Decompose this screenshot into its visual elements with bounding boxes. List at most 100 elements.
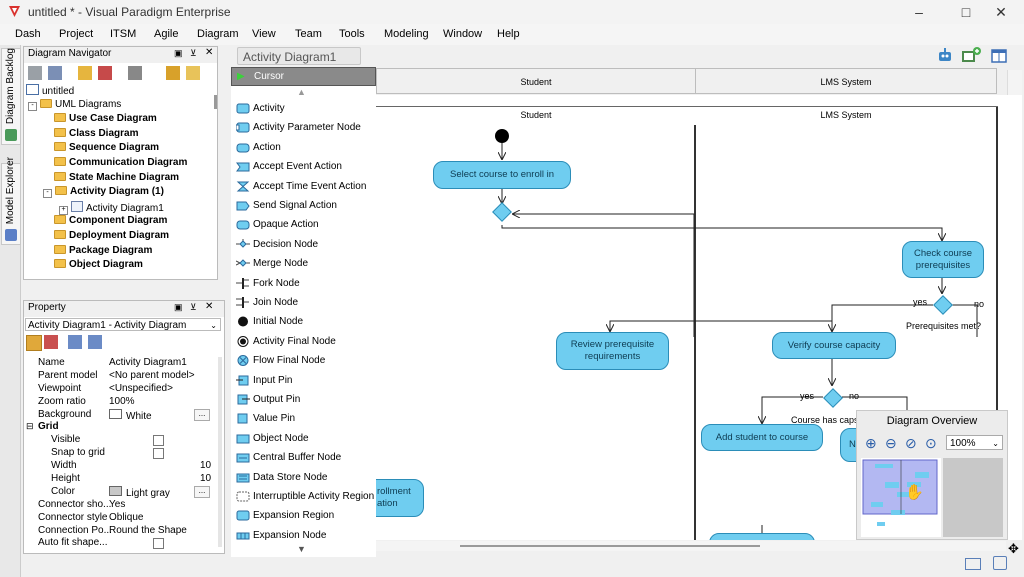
menu-diagram[interactable]: Diagram (197, 28, 239, 40)
tab-activity-diagram1[interactable]: Activity Diagram1 (237, 47, 361, 65)
palette-item-object-node[interactable]: Object Node (231, 429, 376, 448)
prop-row-snap-to-grid[interactable]: Snap to grid (24, 447, 216, 460)
scrollbar-thumb[interactable] (460, 545, 760, 547)
tree-node-use-case[interactable]: Use Case Diagram (24, 113, 214, 128)
palette-item-output-pin[interactable]: Output Pin (231, 390, 376, 409)
prop-value[interactable]: Activity Diagram1 (109, 357, 187, 368)
initial-node[interactable] (495, 129, 509, 143)
palette-item-join-node[interactable]: Join Node (231, 293, 376, 312)
add-view-icon[interactable] (960, 46, 982, 66)
robot-icon[interactable] (935, 46, 955, 66)
zoom-out-icon[interactable]: ⊖ (885, 435, 897, 451)
action-verify-capacity[interactable]: Verify course capacity (772, 332, 896, 359)
auto-fit-checkbox[interactable] (153, 538, 164, 550)
diagram-canvas[interactable]: Student LMS System Select course to enro… (376, 95, 1022, 540)
prop-row-auto-fit[interactable]: Auto fit shape... (24, 537, 216, 550)
new-folder-icon[interactable] (78, 66, 92, 80)
ellipsis-button[interactable]: ... (194, 408, 210, 421)
palette-item-initial-node[interactable]: Initial Node (231, 312, 376, 331)
prop-row-connector-show[interactable]: Connector sho...Yes (24, 499, 216, 512)
menu-help[interactable]: Help (497, 28, 520, 40)
prop-row-visible[interactable]: Visible (24, 434, 216, 447)
zoom-select[interactable]: 100% ⌄ (946, 435, 1003, 450)
palette-item-decision-node[interactable]: Decision Node (231, 235, 376, 254)
panel-pin-icon[interactable]: ⊻ (190, 48, 197, 58)
palette-item-central-buffer-node[interactable]: Central Buffer Node (231, 448, 376, 467)
tree-node-object[interactable]: Object Diagram (24, 259, 214, 274)
panel-pin-icon[interactable]: ⊻ (190, 302, 197, 312)
palette-item-action[interactable]: Action (231, 138, 376, 157)
minimize-icon[interactable]: – (915, 4, 923, 20)
menu-project[interactable]: Project (59, 28, 94, 40)
palette-item-opaque-action[interactable]: Opaque Action (231, 215, 376, 234)
palette-item-send-signal-action[interactable]: Send Signal Action (231, 196, 376, 215)
home-icon[interactable] (128, 66, 142, 80)
panel-close-icon[interactable]: ✕ (205, 301, 214, 312)
action-review-prereq[interactable]: Review prerequisite requirements (556, 332, 669, 370)
sort-alpha-icon[interactable] (44, 335, 58, 349)
collapse-toggle-icon[interactable]: - (43, 189, 52, 199)
menu-team[interactable]: Team (295, 28, 322, 40)
scroll-up-icon[interactable]: ▲ (297, 87, 306, 97)
palette-item-activity-final-node[interactable]: Activity Final Node (231, 332, 376, 351)
tree-node-communication[interactable]: Communication Diagram (24, 156, 214, 172)
close-icon[interactable]: ✕ (995, 4, 1007, 20)
menu-tools[interactable]: Tools (339, 28, 365, 40)
menu-modeling[interactable]: Modeling (384, 28, 429, 40)
maximize-icon[interactable]: □ (961, 4, 971, 20)
visible-checkbox[interactable] (153, 435, 164, 447)
horizontal-scrollbar[interactable] (376, 541, 1006, 551)
action-enrollment-partial[interactable]: rollment ation (376, 479, 424, 517)
prop-row-connection-point[interactable]: Connection Po...Round the Shape (24, 525, 216, 538)
action-add-student[interactable]: Add student to course (701, 424, 823, 451)
tree-node-activity-diagram1[interactable]: +Activity Diagram1 (24, 200, 214, 216)
navigator-scrollbar[interactable] (214, 95, 217, 109)
palette-item-expansion-node[interactable]: Expansion Node (231, 526, 376, 545)
menu-view[interactable]: View (252, 28, 276, 40)
palette-item-value-pin[interactable]: Value Pin (231, 409, 376, 428)
scroll-down-icon[interactable]: ▼ (297, 544, 306, 554)
palette-item-data-store-node[interactable]: Data Store Node (231, 468, 376, 487)
menu-dash[interactable]: Dash (15, 28, 41, 40)
tree-node-activity[interactable]: -Activity Diagram (1) (24, 186, 214, 201)
prop-value[interactable]: <Unspecified> (109, 382, 173, 394)
zoom-in-icon[interactable]: ⊕ (865, 435, 877, 451)
palette-item-accept-time-event-action[interactable]: Accept Time Event Action (231, 177, 376, 196)
palette-item-accept-event-action[interactable]: Accept Event Action (231, 157, 376, 176)
menu-agile[interactable]: Agile (154, 28, 179, 40)
sort-icon[interactable] (98, 66, 112, 80)
palette-item-flow-final-node[interactable]: Flow Final Node (231, 351, 376, 370)
panel-close-icon[interactable]: ✕ (205, 47, 214, 58)
tab-model-explorer[interactable]: Model Explorer (1, 157, 21, 245)
prop-value[interactable]: White (109, 408, 152, 422)
layout-icon[interactable] (989, 46, 1009, 66)
ellipsis-button[interactable]: ... (194, 485, 210, 498)
panel-restore-icon[interactable]: ▣ (174, 48, 183, 58)
palette-item-expansion-region[interactable]: Expansion Region (231, 506, 376, 525)
expand-toggle-icon[interactable]: + (59, 205, 68, 215)
edit-icon[interactable] (993, 556, 1007, 570)
prop-value[interactable]: 10 (200, 473, 212, 485)
tab-diagram-backlog[interactable]: Diagram Backlog (1, 48, 21, 145)
action-check-prereq[interactable]: Check course prerequisites (902, 241, 984, 278)
prop-value[interactable]: Round the Shape (109, 524, 187, 536)
prop-value[interactable]: Yes (109, 498, 126, 510)
prop-group-grid[interactable]: ⊟Grid (24, 421, 216, 434)
filter-icon[interactable] (48, 66, 62, 80)
prop-value[interactable]: 10 (200, 460, 212, 472)
mail-icon[interactable] (965, 558, 981, 570)
collapse-icon[interactable] (28, 66, 42, 80)
zoom-fit-icon[interactable]: ⊘ (905, 435, 917, 451)
sync-icon[interactable] (166, 66, 180, 80)
menu-itsm[interactable]: ITSM (110, 28, 137, 40)
action-select-course[interactable]: Select course to enroll in (433, 161, 571, 189)
prop-row-parent-model[interactable]: Parent model<No parent model> (24, 370, 216, 383)
open-folder-icon[interactable] (186, 66, 200, 80)
snap-to-grid-checkbox[interactable] (153, 448, 164, 460)
